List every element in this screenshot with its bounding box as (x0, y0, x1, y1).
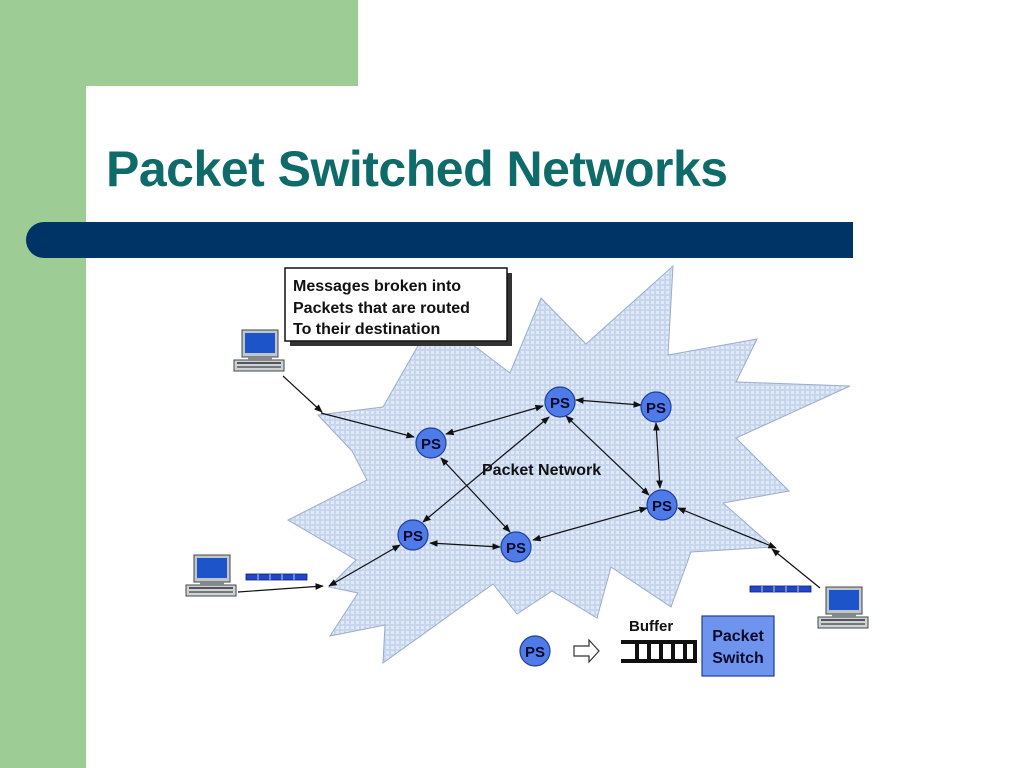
slide-title: Packet Switched Networks (106, 141, 728, 197)
computer-icon (185, 554, 237, 597)
link (237, 583, 324, 593)
packet-switch-node: PS (415, 427, 447, 459)
legend-node-label: PS (525, 644, 545, 661)
legend: PS Buffer Packet Switch (519, 615, 775, 677)
link (575, 397, 642, 408)
packet-switch-label: Packet (712, 628, 764, 645)
packet-queue-icon (749, 585, 812, 593)
node-label: PS (506, 540, 526, 557)
packet-switch-node: PS (640, 391, 672, 423)
packet-switch-node: PS (646, 489, 678, 521)
computer-icon (233, 329, 285, 372)
link (532, 506, 648, 542)
link (677, 507, 777, 549)
buffer-icon (621, 640, 697, 663)
callout-box: Messages broken into Packets that are ro… (284, 267, 512, 346)
link (320, 412, 415, 439)
link (429, 540, 501, 550)
node-label: PS (550, 395, 570, 412)
side-band-left (0, 0, 86, 768)
network-label: Packet Network (482, 462, 601, 479)
callout-line: Messages broken into (293, 278, 461, 295)
packet-switch-node: PS (500, 531, 532, 563)
node-label: PS (403, 528, 423, 545)
callout-line: Packets that are routed (293, 300, 470, 317)
packet-switch-box: Packet Switch (701, 615, 775, 677)
packet-switch-node: PS (544, 386, 576, 418)
legend-ps-node: PS (519, 635, 551, 667)
callout-line: To their destination (293, 321, 440, 338)
link (653, 422, 663, 489)
node-label: PS (421, 436, 441, 453)
computer-icon (817, 586, 869, 629)
link (282, 375, 323, 413)
packet-switch-label: Switch (712, 650, 764, 667)
link (771, 548, 821, 589)
link (565, 415, 650, 496)
packet-queue-icon (245, 573, 308, 581)
network-links (237, 375, 821, 593)
node-label: PS (646, 400, 666, 417)
link (440, 457, 511, 533)
arrow-right-icon (573, 638, 600, 664)
link (328, 544, 401, 587)
node-label: PS (652, 498, 672, 515)
packet-switch-node: PS (397, 519, 429, 551)
title-underline-bar (26, 222, 853, 258)
buffer-label: Buffer (629, 618, 673, 635)
